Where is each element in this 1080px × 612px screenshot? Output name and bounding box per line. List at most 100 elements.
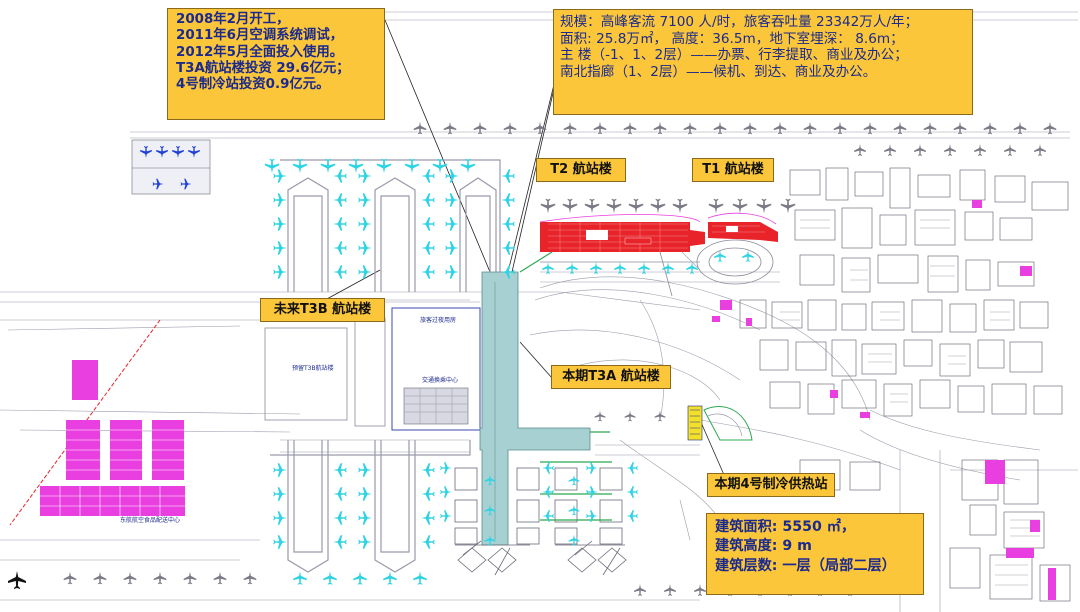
aircraft-icon: [421, 265, 435, 279]
aircraft-icon: [358, 487, 372, 501]
aircraft-icon: [628, 198, 644, 214]
aircraft-icon: [376, 158, 392, 174]
aircraft-icon: [333, 169, 347, 183]
aircraft-icon: [273, 535, 287, 549]
aircraft-icon: [358, 169, 372, 183]
station-spec-line: 建筑层数: 一层（局部二层）: [715, 557, 896, 574]
aircraft-icon: [503, 121, 517, 135]
aircraft-icon: [923, 121, 937, 135]
aircraft-icon: [714, 250, 726, 262]
aircraft-icon: [624, 410, 636, 422]
aircraft-icon: [333, 535, 347, 549]
t2-roof-outline: [539, 214, 701, 223]
t3b-reserved-block: 预留T3B航站楼 旅客过夜用房 交通换乘中心: [264, 307, 481, 431]
aircraft-icon: [606, 198, 622, 214]
aircraft-icon: [743, 121, 757, 135]
aircraft-icon: [358, 193, 372, 207]
aircraft-icon: [333, 511, 347, 525]
airplane-icon: [8, 571, 26, 589]
t3b-terminal-label: 未来T3B 航站楼: [260, 298, 385, 322]
aircraft-icon: [540, 198, 556, 214]
aircraft-icon: [584, 198, 600, 214]
aircraft-icon: [273, 193, 287, 207]
t3a-terminal-label: 本期T3A 航站楼: [551, 365, 671, 389]
catering-center-label: 东航航空食品配送中心: [120, 516, 180, 524]
aircraft-icon: [404, 158, 420, 174]
scale-line: 面积: 25.8万㎡， 高度：36.5m，地下室埋深： 8.6m；: [560, 30, 904, 47]
aircraft-icon: [243, 571, 257, 585]
aircraft-icon: [421, 169, 435, 183]
magenta-facilities-right: [712, 200, 1056, 600]
aircraft-icon: [983, 121, 997, 135]
aircraft-icon: [421, 487, 435, 501]
aircraft-icon: [413, 121, 427, 135]
aircraft-icon: [501, 169, 515, 183]
aircraft-icon: [672, 198, 688, 214]
aircraft-icon: [654, 410, 666, 422]
aircraft-icon: [713, 121, 727, 135]
aircraft-icon: [593, 121, 607, 135]
aircraft-icon: [445, 241, 459, 255]
aircraft-icon: [358, 217, 372, 231]
history-line: 2008年2月开工，: [176, 12, 290, 27]
aircraft-icon: [650, 198, 666, 214]
aircraft-icon: [683, 121, 697, 135]
aircraft-icon: [626, 462, 638, 474]
construction-history-callout: 2008年2月开工， 2011年6月空调系统调试， 2012年5月全面投入使用。…: [167, 8, 385, 120]
aircraft-icon: [440, 486, 452, 498]
history-line: T3A航站楼投资 29.6亿元；: [176, 61, 350, 77]
leader-lines: [324, 19, 729, 485]
aircraft-icon: [63, 571, 77, 585]
t3a-mid-label: 交通换乘中心: [422, 376, 458, 384]
aircraft-icon: [333, 241, 347, 255]
aircraft-icon: [432, 158, 448, 174]
aircraft-icon: [863, 121, 877, 135]
t2-terminal-label: T2 航站楼: [536, 158, 626, 182]
aircraft-icon: [653, 121, 667, 135]
scale-line: 南北指廊（1、2层）——候机、到达、商业及办公。: [560, 63, 877, 80]
aircraft-icon: [803, 121, 817, 135]
aircraft-icon: [445, 217, 459, 231]
aircraft-icon: [586, 462, 598, 474]
aircraft-icon: [1004, 144, 1016, 156]
aircraft-icon: [694, 584, 706, 596]
aircraft-icon: [421, 511, 435, 525]
remote-stand-area: [131, 139, 211, 195]
t1-terminal-building: [708, 222, 778, 242]
aircraft-icon: [153, 571, 167, 585]
t2-terminal-building: [540, 222, 705, 252]
aircraft-icon: [780, 198, 796, 214]
aircraft-icon: [563, 121, 577, 135]
chiller-plant-4: [687, 405, 753, 441]
t1-t2-landside-roads: [540, 239, 774, 297]
aircraft-icon: [833, 121, 847, 135]
aircraft-icon: [413, 571, 427, 585]
aircraft-icon: [358, 463, 372, 477]
aircraft-icon: [183, 571, 197, 585]
station-spec-line: 建筑高度: 9 m: [715, 538, 812, 555]
aircraft-icon: [421, 217, 435, 231]
aircraft-icon: [623, 121, 637, 135]
aircraft-icon: [626, 486, 638, 498]
aircraft-icon: [273, 265, 287, 279]
aircraft-icon: [501, 217, 515, 231]
t3a-lower-piers: [454, 467, 627, 576]
aircraft-icon: [953, 121, 967, 135]
aircraft-icon: [333, 487, 347, 501]
chiller-plant-label: 本期4号制冷供热站: [707, 473, 835, 497]
aircraft-icon: [93, 571, 107, 585]
catering-center-buildings: [40, 360, 185, 516]
aircraft-icon: [320, 158, 336, 174]
aircraft-icon: [323, 571, 337, 585]
aircraft-icon: [421, 193, 435, 207]
aircraft-icon: [213, 571, 227, 585]
aircraft-icon: [333, 193, 347, 207]
aircraft-icon: [634, 584, 646, 596]
aircraft-icon: [273, 511, 287, 525]
aircraft-icon: [123, 571, 137, 585]
aircraft-icon: [664, 584, 676, 596]
aircraft-icon: [273, 463, 287, 477]
t3b-inner-label: 预留T3B航站楼: [292, 364, 334, 372]
terminal-scale-callout: 规模：高峰客流 7100 人/时，旅客吞吐量 23342万人/年； 面积: 25…: [553, 9, 973, 115]
